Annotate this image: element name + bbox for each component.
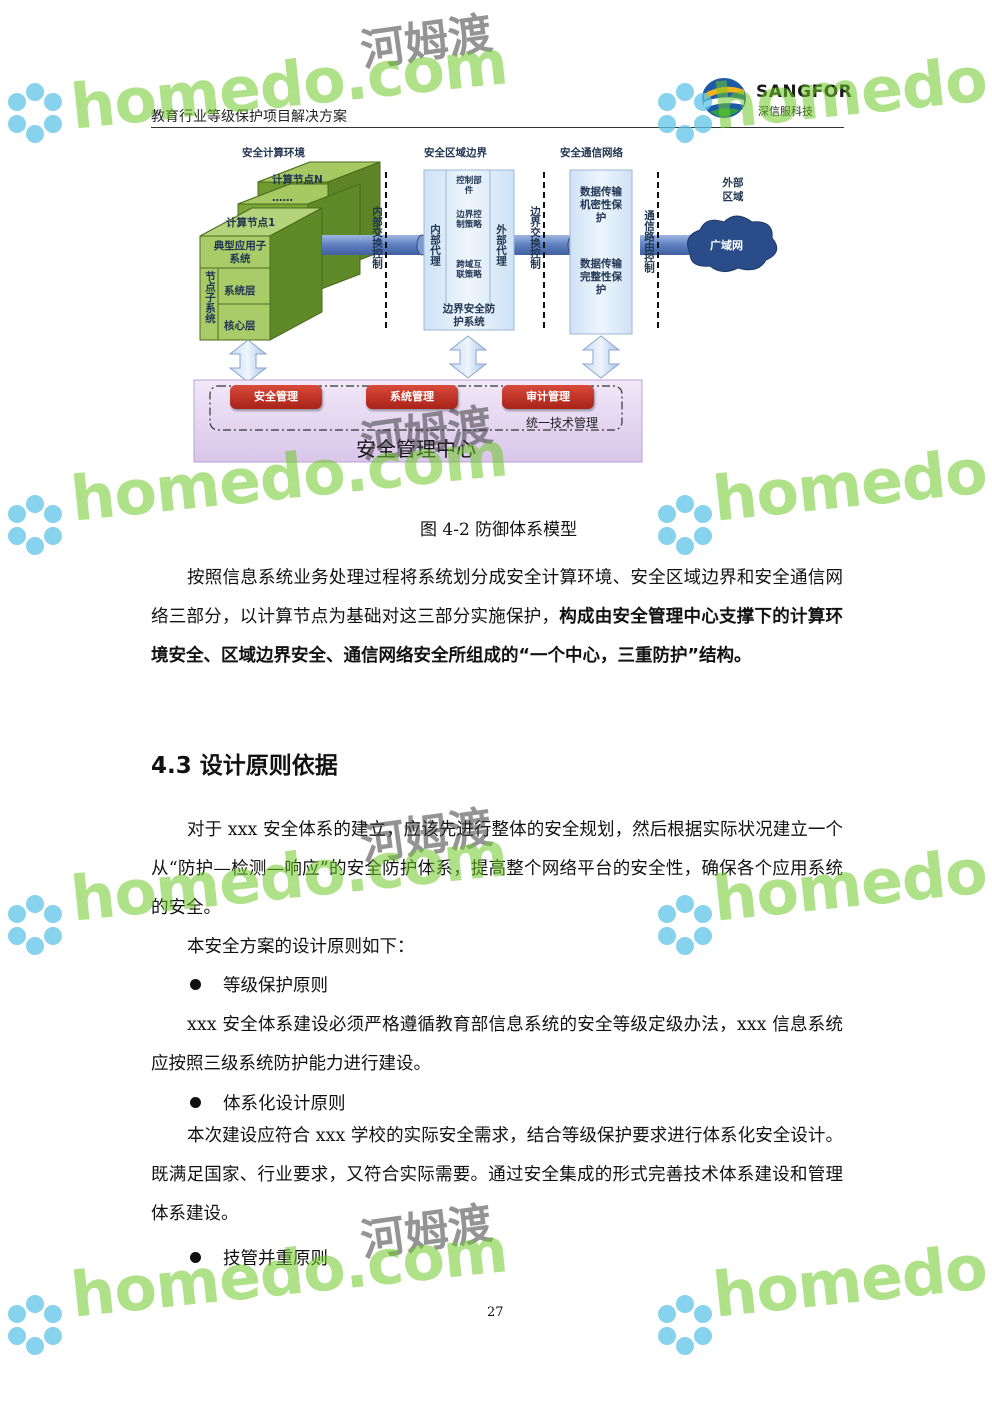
bullet-dot-icon	[190, 1252, 201, 1263]
bullet-3-label: 技管并重原则	[223, 1249, 328, 1269]
label-comm-confidentiality: 数据传输机密性保护	[580, 186, 622, 224]
bullet-1-label: 等级保护原则	[223, 976, 328, 996]
label-control-parts: 控制部件	[456, 176, 482, 196]
label-ellipsis: ……	[272, 192, 293, 204]
header-title: 教育行业等级保护项目解决方案	[151, 109, 347, 125]
sangfor-logo: SANGFOR 深信服科技	[700, 74, 853, 122]
network-pipe-left	[322, 235, 422, 255]
logo-subtext: 深信服科技	[758, 105, 813, 118]
bullet-systematic-design: 体系化设计原则	[190, 1089, 346, 1119]
paragraph-defense-structure: 按照信息系统业务处理过程将系统划分成安全计算环境、安全区域边界和安全通信网络三部…	[151, 559, 843, 676]
watermark-flower-icon	[658, 83, 712, 143]
paragraph-1-bold: 构成由安全管理中心支撑下的计算环境安全、区域边界安全、通信网络安全所组成的“一个…	[151, 607, 843, 666]
label-outer-proxy: 外部代理	[495, 224, 507, 266]
watermark-flower-icon	[658, 895, 712, 955]
label-boundary-exchange: 边界交换控制	[529, 206, 541, 269]
label-inner-exchange: 内部交换控制	[371, 206, 383, 269]
header-rule	[151, 127, 844, 128]
watermark-flower-icon	[8, 83, 62, 143]
sangfor-logo-icon	[702, 78, 746, 118]
boundary-panel	[423, 169, 515, 331]
label-core-layer: 核心层	[224, 320, 256, 332]
label-boundary-system: 边界安全防护系统	[442, 303, 496, 328]
watermark-flower-icon	[658, 1295, 712, 1355]
watermark-cn: 河姆渡	[357, 8, 496, 77]
page-number: 27	[487, 1305, 504, 1320]
label-comm-integrity: 数据传输完整性保护	[580, 258, 622, 296]
bullet-dot-icon	[190, 979, 201, 990]
network-pipe-right	[640, 235, 700, 255]
label-comm-route: 通信路由控制	[643, 210, 655, 273]
label-system-layer: 系统层	[224, 285, 256, 297]
label-node-1: 计算节点1	[226, 217, 276, 229]
bullet-level-protection: 等级保护原则	[190, 971, 328, 1001]
arrow-boundary-center	[448, 335, 488, 379]
label-node-n: 计算节点N	[272, 174, 323, 186]
bullet-tech-management: 技管并重原则	[190, 1244, 328, 1274]
defense-model-diagram: 安全计算环境 安全区域边界 安全通信网络 计算节点N …… 计算节点1 典型应用…	[190, 140, 810, 470]
label-compute-env: 安全计算环境	[242, 147, 305, 159]
wan-cloud	[687, 215, 778, 272]
bullet-2-label: 体系化设计原则	[223, 1094, 346, 1114]
paragraph-systematic-design: 本次建设应符合 xxx 学校的实际安全需求，结合等级保护要求进行体系化安全设计。…	[151, 1126, 843, 1224]
label-unified-management: 统一技术管理	[526, 416, 599, 430]
cube-front	[199, 207, 323, 341]
label-comm-network: 安全通信网络	[560, 147, 623, 159]
label-boundary-policy: 边界控制策略	[456, 210, 482, 230]
diagram-graphics	[193, 161, 778, 463]
label-boundary: 安全区域边界	[424, 147, 487, 159]
system-management-button: 系统管理	[366, 385, 458, 409]
label-security-center: 安全管理中心	[356, 437, 476, 461]
label-wan: 广域网	[710, 239, 743, 252]
logo-text: SANGFOR	[756, 82, 853, 102]
watermark-flower-icon	[658, 495, 712, 555]
paragraph-1-text: 按照信息系统业务处理过程将系统划分成安全计算环境、安全区域边界和安全通信网络三部…	[151, 568, 843, 627]
audit-management-button: 审计管理	[502, 385, 594, 409]
label-cross-domain-policy: 跨域互联策略	[456, 260, 482, 280]
paragraph-level-protection: xxx 安全体系建设必须严格遵循教育部信息系统的安全等级定级办法，xxx 信息系…	[151, 1015, 843, 1074]
label-inner-proxy: 内部代理	[429, 224, 441, 266]
bullet-dot-icon	[190, 1097, 201, 1108]
label-app-subsystem: 典型应用子系统	[213, 240, 267, 265]
figure-caption: 图 4-2 防御体系模型	[420, 520, 578, 540]
watermark-flower-icon	[8, 895, 62, 955]
label-external-zone: 外部区域	[722, 177, 744, 203]
paragraph-design-intro: 对于 xxx 安全体系的建立，应该先进行整体的安全规划，然后根据实际状况建立一个…	[151, 820, 843, 918]
watermark-flower-icon	[8, 1295, 62, 1355]
section-title: 4.3 设计原则依据	[151, 753, 338, 779]
watermark-flower-icon	[8, 495, 62, 555]
label-node-subsystem: 节点子系统	[204, 271, 216, 324]
paragraph-principles-lead: 本安全方案的设计原则如下：	[187, 937, 415, 957]
security-management-button: 安全管理	[230, 385, 322, 409]
comm-panel	[569, 169, 633, 335]
arrow-cube-center	[228, 339, 268, 383]
arrow-comm-center	[581, 335, 621, 379]
